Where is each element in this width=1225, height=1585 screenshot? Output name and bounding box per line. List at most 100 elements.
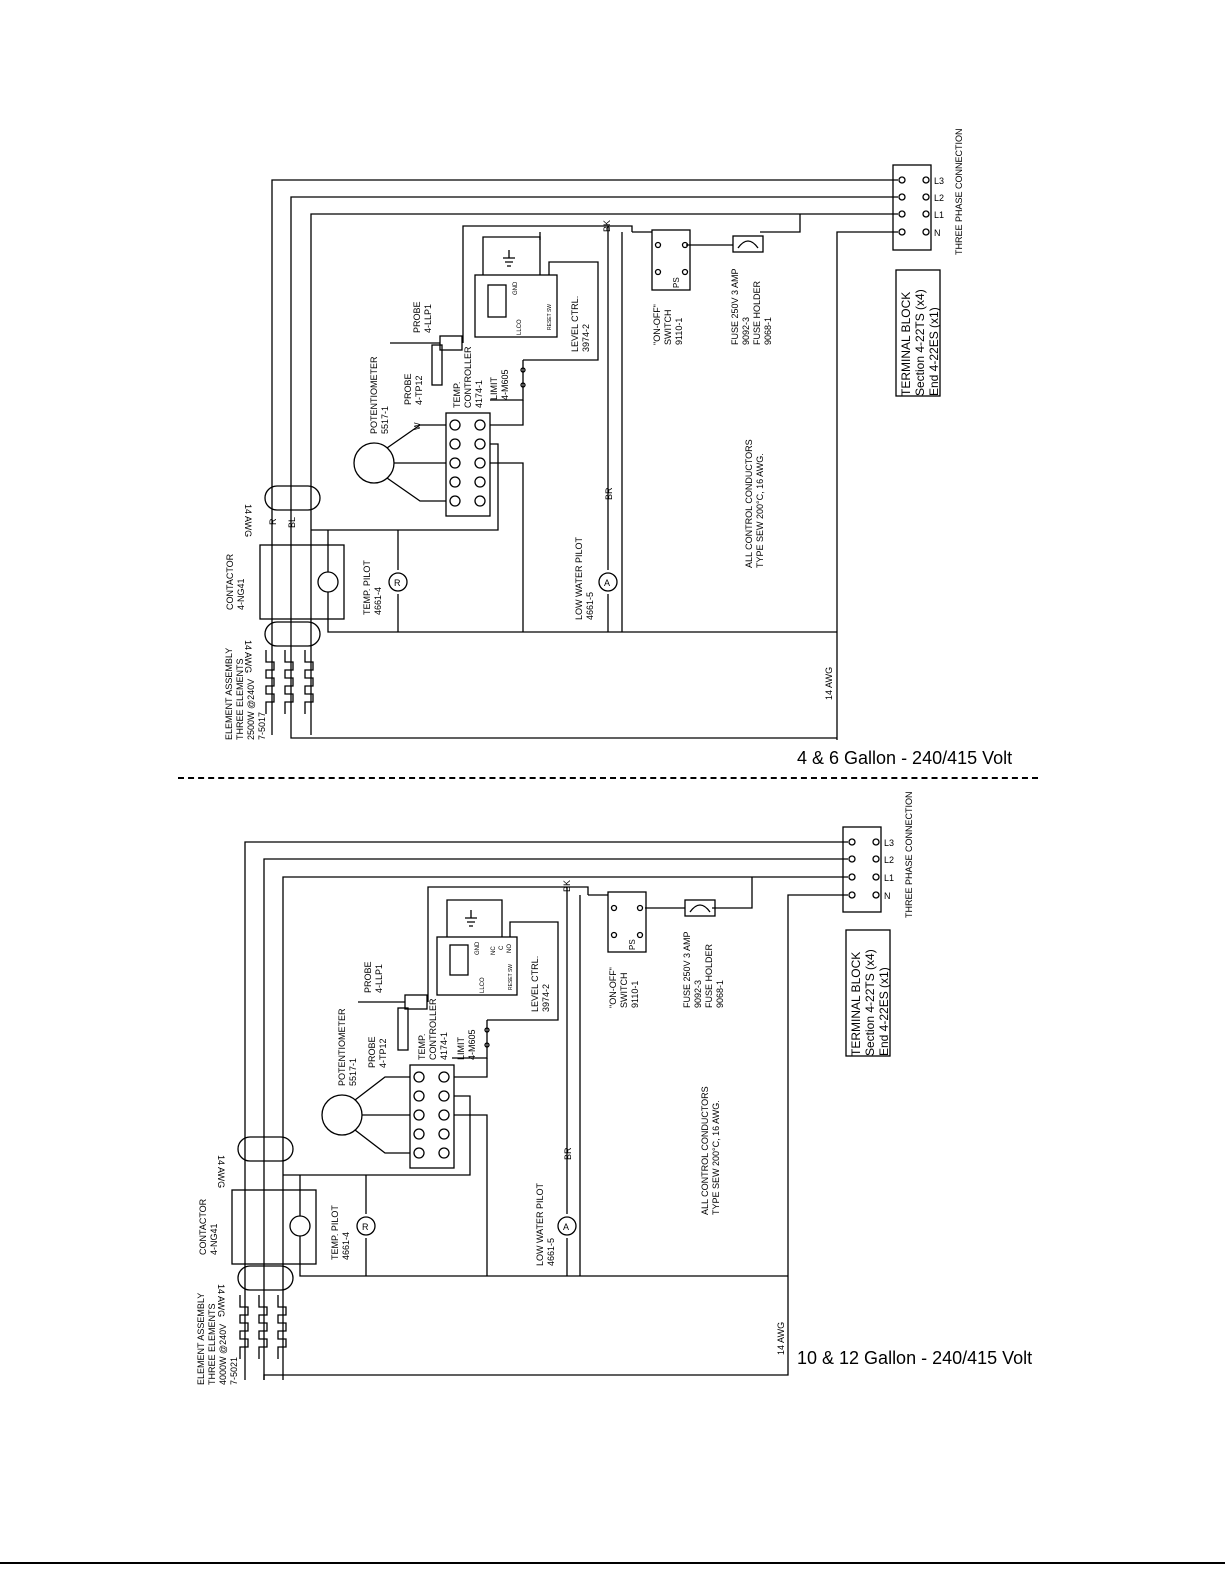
control-note: ALL CONTROL CONDUCTORS TYPE SEW 200°C, 1… xyxy=(744,439,765,568)
probe-llp-label-b: PROBE 4-LLP1 xyxy=(363,961,384,993)
c-label-b: C xyxy=(499,945,505,950)
svg-text:FUSE 250V 3 AMP: FUSE 250V 3 AMP xyxy=(682,931,692,1008)
wire-r-label: R xyxy=(268,518,278,525)
wire-bl-label: BL xyxy=(287,517,297,528)
svg-text:3974-2: 3974-2 xyxy=(541,984,551,1012)
limit-label: LIMIT 4-M605 xyxy=(489,369,510,400)
temp-pilot-r-b: R xyxy=(362,1222,369,1232)
svg-text:2500W @240V: 2500W @240V xyxy=(246,679,256,740)
temp-controller-label-b: TEMP. CONTROLLER 4174-1 xyxy=(417,998,449,1060)
svg-text:TYPE SEW 200°C, 16 AWG.: TYPE SEW 200°C, 16 AWG. xyxy=(755,453,765,568)
svg-text:7-5017: 7-5017 xyxy=(257,712,267,740)
svg-text:FUSE HOLDER: FUSE HOLDER xyxy=(752,280,762,345)
llco-label: LLCO xyxy=(517,319,523,335)
svg-text:TEMP. PILOT: TEMP. PILOT xyxy=(362,560,372,615)
svg-text:TYPE SEW 200°C, 16 AWG.: TYPE SEW 200°C, 16 AWG. xyxy=(711,1100,721,1215)
svg-text:ALL CONTROL CONDUCTORS: ALL CONTROL CONDUCTORS xyxy=(744,439,754,568)
svg-text:LIMIT: LIMIT xyxy=(489,376,499,400)
svg-text:TEMP. PILOT: TEMP. PILOT xyxy=(330,1205,340,1260)
svg-text:PROBE: PROBE xyxy=(367,1036,377,1068)
awg-top-label-b: 14 AWG xyxy=(216,1155,226,1188)
control-note-b: ALL CONTROL CONDUCTORS TYPE SEW 200°C, 1… xyxy=(700,1086,721,1215)
temp-controller-terminals-b xyxy=(413,1071,450,1159)
svg-text:4174-1: 4174-1 xyxy=(474,380,484,408)
level-ctrl-label-b: LEVEL CTRL. 3974-2 xyxy=(530,956,551,1012)
svg-text:TEMP.: TEMP. xyxy=(452,382,462,408)
svg-text:SWITCH: SWITCH xyxy=(663,310,673,346)
wire-w-label: W xyxy=(413,422,422,430)
wire-bk-label: BK xyxy=(602,220,612,232)
svg-text:THREE ELEMENTS: THREE ELEMENTS xyxy=(235,658,245,740)
svg-text:"ON-OFF": "ON-OFF" xyxy=(608,967,618,1008)
terminal-block-end: End 4-22ES (x1) xyxy=(927,307,941,396)
terminal-l3: L3 xyxy=(934,176,944,186)
contactor-label: CONTACTOR 4-NG41 xyxy=(225,553,246,610)
svg-text:9092-3: 9092-3 xyxy=(693,980,703,1008)
switch-label: "ON-OFF" SWITCH 9110-1 xyxy=(652,304,684,345)
svg-text:4-LLP1: 4-LLP1 xyxy=(423,304,433,333)
svg-text:9110-1: 9110-1 xyxy=(674,318,684,345)
svg-text:4-NG41: 4-NG41 xyxy=(236,578,246,610)
terminal-l3-b: L3 xyxy=(884,838,894,848)
svg-text:4000W @240V: 4000W @240V xyxy=(218,1324,228,1385)
svg-text:"ON-OFF": "ON-OFF" xyxy=(652,304,662,345)
svg-text:9092-3: 9092-3 xyxy=(741,317,751,345)
terminal-screws xyxy=(898,176,930,236)
limit-label-b: LIMIT 4-M605 xyxy=(456,1029,477,1060)
low-water-pilot-label: LOW WATER PILOT 4661-5 xyxy=(574,536,595,620)
page-bottom-rule xyxy=(0,1562,1225,1564)
svg-text:CONTACTOR: CONTACTOR xyxy=(225,553,235,610)
svg-text:4-TP12: 4-TP12 xyxy=(378,1038,388,1068)
fuse-label-b: FUSE 250V 3 AMP 9092-3 FUSE HOLDER 9068-… xyxy=(682,931,725,1008)
schematic-4-6-gallon: L3 L2 L1 N THREE PHASE CONNECTION TERMIN… xyxy=(224,128,964,740)
terminal-n: N xyxy=(934,228,941,238)
fuse-label: FUSE 250V 3 AMP 9092-3 FUSE HOLDER 9068-… xyxy=(730,268,773,345)
terminal-l2: L2 xyxy=(934,193,944,203)
svg-text:FUSE 250V 3 AMP: FUSE 250V 3 AMP xyxy=(730,268,740,345)
svg-text:ALL CONTROL CONDUCTORS: ALL CONTROL CONDUCTORS xyxy=(700,1086,710,1215)
temp-controller-terminals xyxy=(449,419,486,507)
terminal-block-section-b: Section 4-22TS (x4) xyxy=(863,949,877,1056)
terminal-l1-b: L1 xyxy=(884,873,894,883)
svg-text:ELEMENT ASSEMBLY: ELEMENT ASSEMBLY xyxy=(224,648,234,740)
section-divider xyxy=(178,777,1038,779)
terminal-l2-b: L2 xyxy=(884,855,894,865)
svg-text:CONTACTOR: CONTACTOR xyxy=(198,1198,208,1255)
terminal-block-end-b: End 4-22ES (x1) xyxy=(877,967,891,1056)
svg-text:4661-5: 4661-5 xyxy=(546,1238,556,1266)
svg-text:7-5021: 7-5021 xyxy=(229,1357,239,1385)
svg-text:5517-1: 5517-1 xyxy=(380,406,390,434)
three-phase-label: THREE PHASE CONNECTION xyxy=(954,128,964,255)
svg-text:9068-1: 9068-1 xyxy=(763,317,773,345)
svg-text:9068-1: 9068-1 xyxy=(715,980,725,1008)
awg-bottom-label-b: 14 AWG xyxy=(776,1322,786,1355)
three-phase-label-b: THREE PHASE CONNECTION xyxy=(904,791,914,918)
temp-pilot-label: TEMP. PILOT 4661-4 xyxy=(362,560,383,615)
no-label-b: NO xyxy=(507,944,513,953)
wire-br-label: BR xyxy=(604,487,614,500)
element-assembly-label-top: ELEMENT ASSEMBLY THREE ELEMENTS 2500W @2… xyxy=(224,648,267,740)
nc-label-b: NC xyxy=(491,946,497,955)
reset-label-b: RESET SW xyxy=(508,964,514,990)
awg-top-label: 14 AWG xyxy=(243,504,253,537)
terminal-block-title: TERMINAL BLOCK xyxy=(899,292,913,396)
svg-text:3974-2: 3974-2 xyxy=(581,324,591,352)
svg-text:4-LLP1: 4-LLP1 xyxy=(374,964,384,993)
svg-text:CONTROLLER: CONTROLLER xyxy=(463,346,473,408)
svg-text:POTENTIOMETER: POTENTIOMETER xyxy=(337,1008,347,1086)
ps-label-b: PS xyxy=(628,939,637,950)
svg-text:THREE ELEMENTS: THREE ELEMENTS xyxy=(207,1303,217,1385)
svg-text:PROBE: PROBE xyxy=(412,301,422,333)
element-coils-bottom xyxy=(239,1295,287,1359)
svg-text:4174-1: 4174-1 xyxy=(439,1032,449,1060)
switch-label-b: "ON-OFF" SWITCH 9110-1 xyxy=(608,967,640,1008)
svg-text:5517-1: 5517-1 xyxy=(348,1058,358,1086)
svg-text:LOW WATER PILOT: LOW WATER PILOT xyxy=(574,536,584,620)
caption-top: 4 & 6 Gallon - 240/415 Volt xyxy=(797,748,1013,768)
svg-text:4-NG41: 4-NG41 xyxy=(209,1223,219,1255)
low-water-a: A xyxy=(604,578,610,588)
low-water-pilot-label-b: LOW WATER PILOT 4661-5 xyxy=(535,1182,556,1266)
wire-bk-label-b: BK xyxy=(562,880,572,892)
svg-text:LIMIT: LIMIT xyxy=(456,1036,466,1060)
